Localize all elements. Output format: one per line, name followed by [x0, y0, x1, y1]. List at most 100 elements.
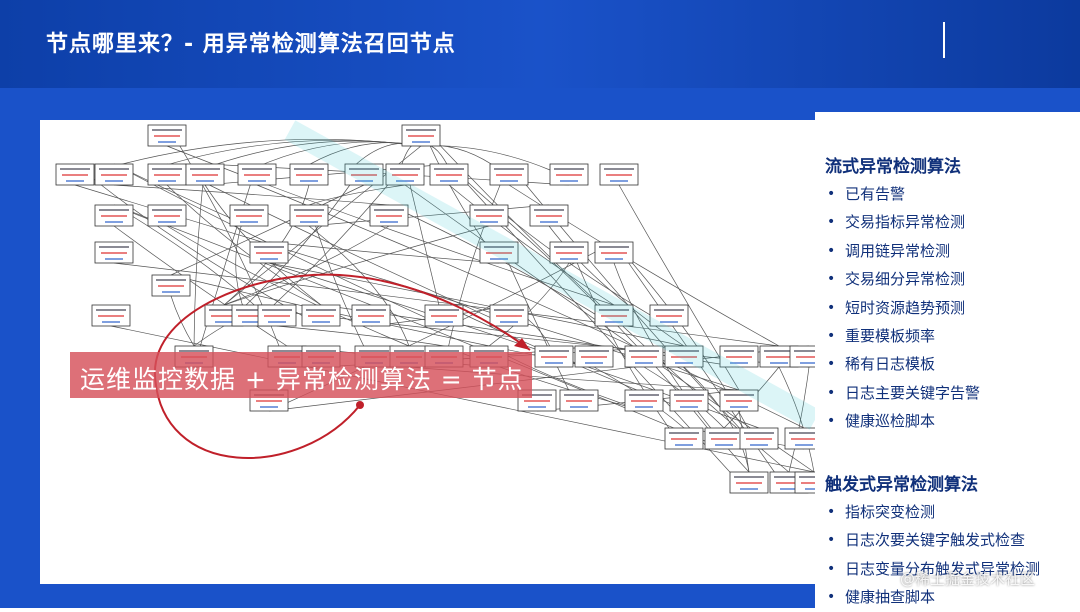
algorithm-panel: 流式异常检测算法 •已有告警 •交易指标异常检测 •调用链异常检测 •交易细分异… [815, 112, 1080, 608]
list-item: •调用链异常检测 [825, 237, 980, 265]
graph-edge [113, 184, 390, 206]
list-item: • 重要模板频率 [825, 322, 980, 350]
graph-node [289, 204, 329, 227]
graph-edge [443, 163, 510, 368]
graph-node [249, 241, 289, 264]
header-divider [943, 22, 945, 58]
bullet-icon: • [827, 384, 836, 401]
list-item-label: 日志主要关键字告警 [845, 383, 981, 402]
formula-text: 运维监控数据 + 异常检测算法 = 节点 [80, 365, 524, 394]
bullet-icon: • [827, 560, 836, 577]
graph-edge [448, 184, 615, 306]
graph-edge [488, 204, 725, 450]
graph-node [594, 304, 634, 327]
graph-node [185, 163, 225, 186]
graph-node [301, 304, 341, 327]
triggered-algorithms-list: • 指标突变检测 • 日志次要关键字触发式检查 •日志变量分布触发式异常检测 •健康… [825, 498, 1040, 612]
graph-node [479, 241, 519, 264]
graph-node [351, 304, 391, 327]
graph-edge [223, 163, 365, 327]
fault-propagation-graph [40, 120, 815, 580]
list-item: •日志变量分布触发式异常检测 [825, 555, 1040, 583]
graph-node [94, 204, 134, 227]
graph-node [369, 204, 409, 227]
graph-edge [166, 124, 288, 368]
list-item: •短时资源趋势预测 [825, 294, 980, 322]
graph-node [789, 345, 815, 368]
bullet-icon: • [827, 589, 836, 606]
graph-node [94, 163, 134, 186]
graph-edge [308, 204, 550, 227]
graph-node [559, 389, 599, 412]
graph-edge [166, 163, 510, 327]
graph-node [739, 427, 779, 450]
graph-node [549, 163, 589, 186]
list-item: •健康抽查脚本 [825, 583, 1040, 611]
list-item-label: 重要模板频率 [845, 326, 936, 345]
graph-node [94, 241, 134, 264]
list-item-label: 健康巡检脚本 [845, 412, 936, 431]
graph-node [594, 241, 634, 264]
graph-node [344, 163, 384, 186]
list-item: •交易细分异常检测 [825, 265, 980, 293]
graph-node [704, 427, 744, 450]
graph-node [55, 163, 95, 186]
list-item-label: 指标突变检测 [845, 503, 936, 521]
graph-edge [268, 241, 500, 264]
graph-edge [113, 225, 288, 347]
list-item: • 日志次要关键字触发式检查 [825, 526, 1040, 554]
arrowhead-icon [514, 338, 530, 350]
graph-node [649, 304, 689, 327]
list-item-label: 交易指标异常检测 [845, 213, 966, 232]
graph-edge [683, 366, 750, 473]
list-item-label: 日志次要关键字触发式检查 [845, 531, 1026, 550]
graph-edge [548, 225, 685, 347]
watermark: @稀土掘金技术社区 [900, 570, 1036, 588]
list-item-label: 稀有日志模板 [845, 355, 936, 374]
bullet-icon: • [827, 327, 836, 344]
graph-edge [193, 163, 258, 368]
streaming-algorithms-title: 流式异常检测算法 [825, 157, 961, 177]
graph-node [669, 389, 709, 412]
graph-node [794, 471, 815, 494]
bullet-icon: • [827, 271, 836, 288]
graph-node [534, 345, 574, 368]
triggered-algorithms-title: 触发式异常检测算法 [825, 475, 978, 495]
graph-node [151, 274, 191, 297]
graph-node [147, 204, 187, 227]
graph-edge [613, 241, 760, 450]
graph-node [237, 163, 277, 186]
bullet-icon: • [827, 504, 836, 520]
graph-node [489, 304, 529, 327]
graph-diagram [55, 120, 815, 494]
graph-node [257, 304, 297, 327]
list-item-label: 已有告警 [845, 185, 906, 203]
graph-node [729, 471, 769, 494]
bullet-icon: • [827, 214, 836, 231]
graph-edge [788, 366, 810, 473]
list-item: •已有告警 [825, 180, 980, 208]
graph-edge [568, 241, 685, 450]
red-arrow [153, 273, 531, 459]
graph-edge [193, 325, 225, 347]
graph-node [229, 204, 269, 227]
graph-node [664, 427, 704, 450]
graph-node [719, 389, 759, 412]
arrow-origin-dot [356, 401, 364, 409]
graph-edge [448, 163, 670, 327]
graph-edge [113, 204, 725, 450]
graph-node [469, 204, 509, 227]
slide-title: 节点哪里来？- 用异常检测算法召回节点 [46, 32, 456, 57]
graph-node [289, 163, 329, 186]
graph-node [784, 427, 815, 450]
bullet-icon: • [827, 532, 836, 549]
watermark-streak [284, 120, 815, 430]
list-item-label: 短时资源趋势预测 [845, 298, 966, 317]
list-item-label: 调用链异常检测 [845, 241, 951, 260]
streaming-algorithms-list: •已有告警 •交易指标异常检测 •调用链异常检测 •交易细分异常检测 •短时资源… [825, 180, 980, 436]
slide-header: 节点哪里来？- 用异常检测算法召回节点 [0, 0, 1080, 88]
graph-node [529, 204, 569, 227]
graph-node [664, 345, 704, 368]
graph-node [91, 304, 131, 327]
bullet-icon: • [827, 413, 836, 430]
